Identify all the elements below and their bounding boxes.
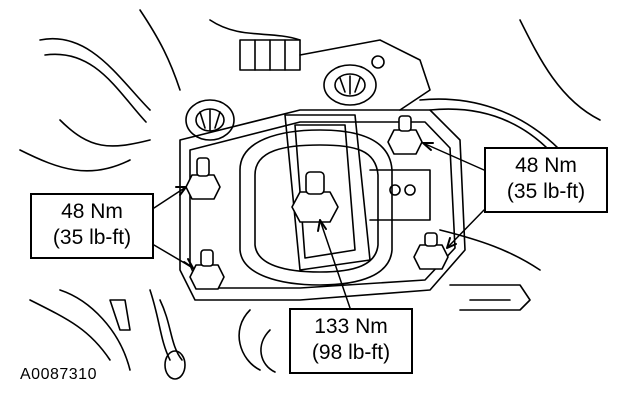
torque-imperial: (98 lb-ft) <box>311 341 391 364</box>
bolt-left-upper <box>185 157 221 200</box>
figure-id: A0087310 <box>20 366 97 383</box>
torque-metric: 133 Nm <box>314 315 388 338</box>
bracket-tab <box>369 169 431 221</box>
bolt-right-lower <box>413 232 449 270</box>
bolt-right-upper <box>387 115 423 155</box>
torque-callout-center: 133 Nm (98 lb-ft) <box>289 308 413 374</box>
torque-imperial: (35 lb-ft) <box>506 180 586 203</box>
torque-callout-right: 48 Nm (35 lb-ft) <box>484 147 608 213</box>
background-hoses <box>19 9 301 380</box>
torque-metric: 48 Nm <box>515 154 577 177</box>
bolt-center <box>291 171 339 223</box>
torque-imperial: (35 lb-ft) <box>52 226 132 249</box>
leader-lines <box>153 142 485 309</box>
grommets <box>185 64 377 141</box>
upper-bracket <box>239 19 601 163</box>
torque-metric: 48 Nm <box>61 200 123 223</box>
bolts <box>185 115 449 290</box>
torque-callout-left: 48 Nm (35 lb-ft) <box>30 193 154 259</box>
bolt-left-lower <box>189 249 225 290</box>
lower-right-bracket <box>238 229 541 373</box>
